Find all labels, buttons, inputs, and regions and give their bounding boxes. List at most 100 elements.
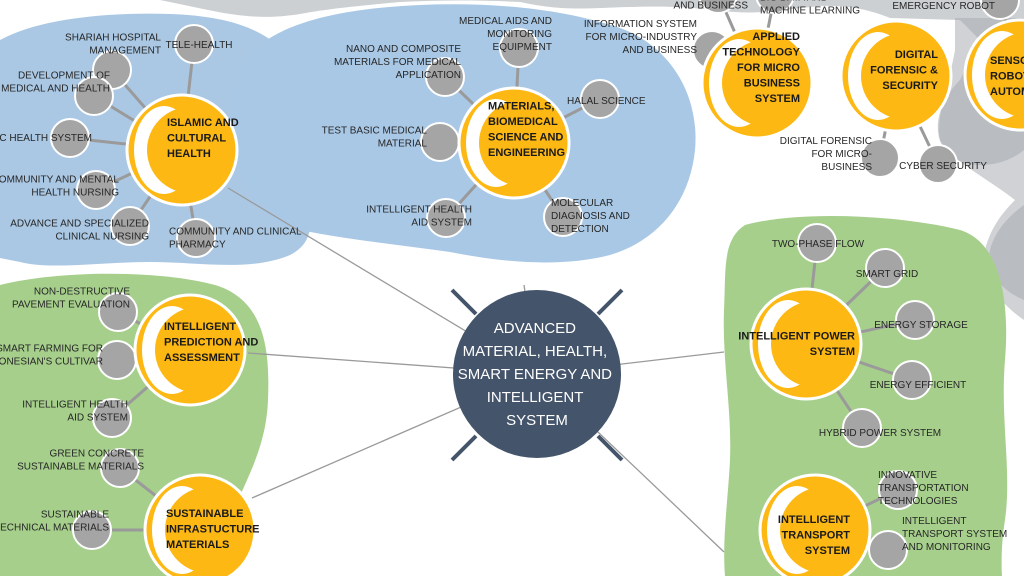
topic-label-line: BIG DATA AND (760, 0, 828, 4)
topic-node[interactable]: HYBRID POWER SYSTEM (819, 408, 941, 448)
hub-label-line: DIGITAL (895, 49, 938, 61)
topic-node-circle (72, 510, 112, 550)
topic-label-line: APPLICATION (396, 70, 461, 81)
topic-label-line: DIAGNOSIS AND (551, 211, 630, 222)
topic-label: ENERGY STORAGE (874, 320, 968, 331)
topic-label-line: TEST BASIC MEDICAL (322, 126, 428, 137)
topic-label: HYBRID POWER SYSTEM (819, 428, 941, 439)
topic-node[interactable]: ENERGY STORAGE (874, 300, 968, 340)
topic-label-line: ENERGY STORAGE (874, 320, 968, 331)
hub-label-line: SYSTEM (755, 93, 800, 105)
hub-label-line: ASSESSMENT (164, 352, 240, 364)
topic-label-line: AND BUSINESS (674, 1, 749, 12)
center-line: SMART ENERGY AND (458, 366, 612, 383)
hub-label-line: MATERIALS (166, 539, 229, 551)
topic-label-line: DEVELOPMENT OF (18, 71, 110, 82)
topic-node[interactable]: INTELLIGENT HEALTH AID SYSTEM (22, 398, 132, 438)
center-spike-bl (450, 434, 478, 462)
central-node[interactable]: ADVANCED MATERIAL, HEALTH, SMART ENERGY … (450, 288, 624, 462)
topic-node[interactable]: NON-DESTRUCTIVE PAVEMENT EVALUATION (12, 287, 138, 332)
topic-label-line: CLINICAL NURSING (55, 232, 149, 243)
topic-label-line: MATERIAL (378, 139, 428, 150)
topic-label: ENERGY EFFICIENT (870, 380, 967, 391)
hub-inner (861, 33, 947, 119)
topic-label: CYBER SECURITY (899, 161, 987, 172)
topic-label-line: NANO AND COMPOSITE (346, 44, 461, 55)
topic-node[interactable]: TWO-PHASE FLOW (772, 223, 865, 263)
topic-node[interactable]: HALAL SCIENCE (567, 79, 646, 119)
topic-node[interactable]: CYBER SECURITY (899, 144, 987, 184)
topic-node[interactable]: ENERGY EFFICIENT (870, 360, 967, 400)
topic-label-line: NON-DESTRUCTIVE (34, 287, 130, 298)
hub-sensor[interactable]: SENSOROBOTAUTOM (963, 18, 1024, 132)
topic-label-line: CYBER SECURITY (899, 161, 987, 172)
center-line: ADVANCED (494, 320, 576, 337)
topic-label-line: INNOVATIVE (878, 470, 937, 481)
topic-node-circle (499, 28, 539, 68)
topic-label-line: BUSINESS (821, 162, 872, 173)
topic-label-line: MANAGEMENT (89, 46, 161, 57)
hub-label-line: SECURITY (882, 80, 938, 92)
topic-node-circle (98, 292, 138, 332)
hub-inner (147, 107, 233, 193)
hub-inner (165, 487, 251, 573)
hub-label-line: BUSINESS (744, 78, 800, 90)
topic-label-line: SUSTAINABLE MATERIALS (17, 462, 144, 473)
center-line: SYSTEM (506, 412, 568, 429)
central-node-label: ADVANCED MATERIAL, HEALTH, SMART ENERGY … (458, 320, 616, 429)
topic-label-line: TRANSPORT SYSTEM (902, 529, 1007, 540)
hub-inner (780, 487, 866, 573)
topic-node[interactable]: EMERGENCY ROBOT (892, 0, 1020, 20)
topic-label-line: INTELLIGENT HEALTH (22, 400, 128, 411)
hub-label-line: TRANSPORT (782, 530, 851, 542)
topic-label-line: INTELLIGENT (902, 516, 966, 527)
topic-label-line: MOLECULAR (551, 198, 613, 209)
hub-label-line: TECHNOLOGY (722, 47, 800, 59)
hub-label-line: ISLAMIC AND (167, 117, 239, 129)
topic-node[interactable]: MIC HEALTH SYSTEM (0, 118, 92, 158)
topic-node[interactable]: BIG DATA ANDMACHINE LEARNING (755, 0, 860, 17)
topic-node-circle (110, 206, 150, 246)
topic-label: NON-DESTRUCTIVE PAVEMENT EVALUATION (12, 287, 130, 311)
topic-node[interactable]: TELE-HEALTH (165, 24, 233, 64)
topic-label-line: SUSTAINABLE (41, 510, 109, 521)
topic-node-circle (97, 340, 137, 380)
topic-label-line: EMERGENCY ROBOT (892, 1, 995, 12)
topic-node[interactable]: SMART GRID (856, 248, 918, 288)
topic-label-line: AID SYSTEM (67, 413, 128, 424)
topic-label: SMART GRID (856, 269, 918, 280)
topic-label-line: PAVEMENT EVALUATION (12, 300, 130, 311)
topic-label-line: COMMUNITY AND MENTAL (0, 175, 119, 186)
topic-node-circle (980, 0, 1020, 20)
